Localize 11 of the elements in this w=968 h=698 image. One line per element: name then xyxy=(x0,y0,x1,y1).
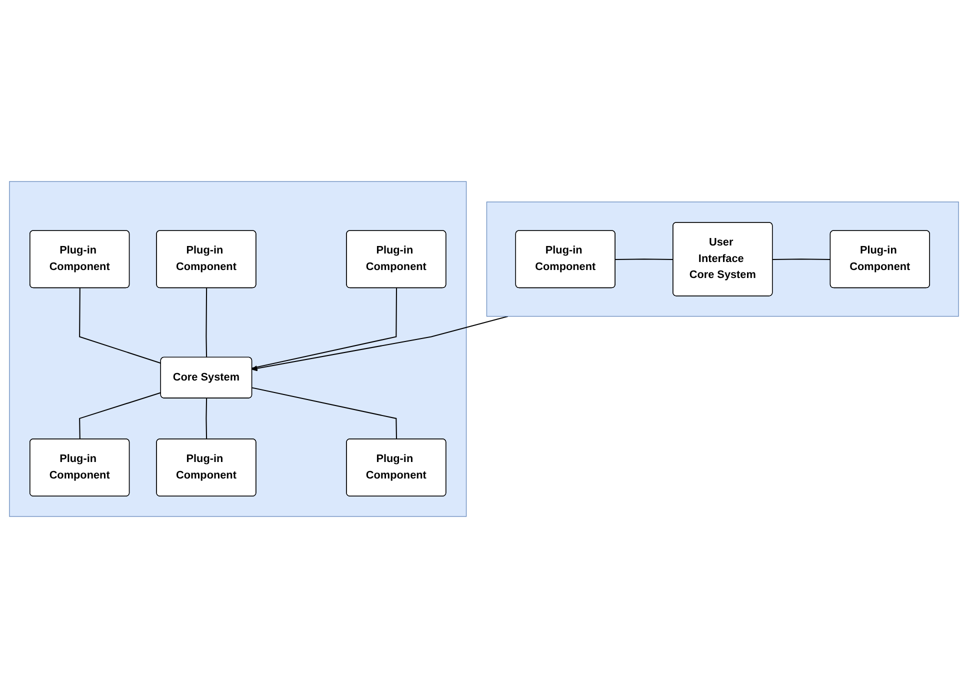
connector xyxy=(252,288,398,369)
cluster xyxy=(486,202,959,317)
connector xyxy=(79,392,162,440)
connector xyxy=(206,288,208,358)
connector xyxy=(772,258,831,260)
arrow xyxy=(252,316,508,372)
cluster xyxy=(9,181,467,517)
connector xyxy=(615,258,674,260)
connector xyxy=(252,387,398,440)
connector xyxy=(79,288,162,364)
connector xyxy=(206,398,208,440)
